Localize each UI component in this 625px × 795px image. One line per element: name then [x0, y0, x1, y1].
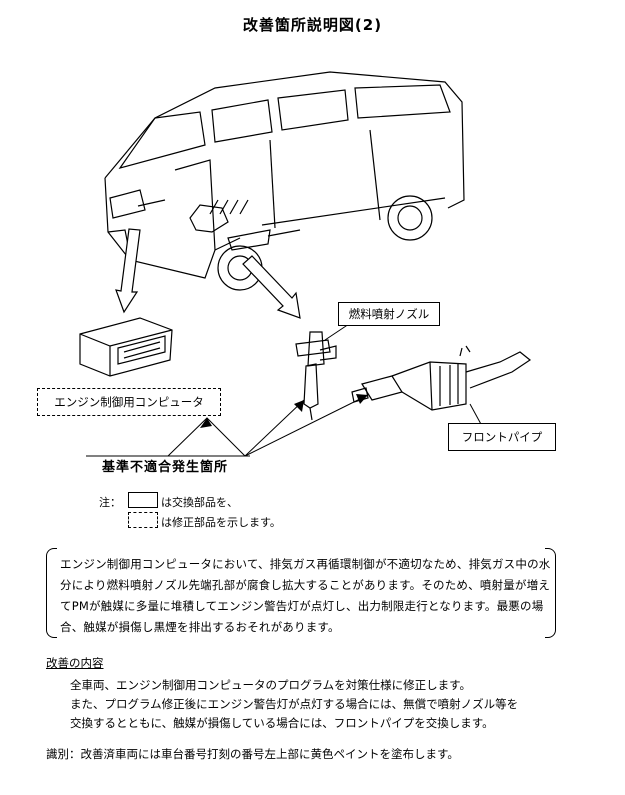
ecu-illustration	[79, 317, 173, 377]
improvement-line-2: また、プログラム修正後にエンジン警告灯が点灯する場合には、無償で噴射ノズル等を	[70, 697, 519, 711]
parts-diagram	[79, 71, 532, 457]
defect-description: エンジン制御用コンピュータにおいて、排気ガス再循環制御が不適切なため、排気ガス中…	[46, 548, 556, 638]
callout-arrow-icon	[115, 228, 301, 319]
legend-prefix: 注：	[99, 496, 121, 509]
front-pipe-label: フロントパイプ	[448, 423, 556, 451]
legend-replace-text: は交換部品を、	[161, 496, 238, 509]
page-title: 改善箇所説明図(2)	[242, 16, 383, 34]
nozzle-label: 燃料噴射ノズル	[338, 302, 440, 326]
front-pipe-illustration	[351, 345, 532, 411]
defect-description-text: エンジン制御用コンピュータにおいて、排気ガス再循環制御が不適切なため、排気ガス中…	[60, 557, 551, 634]
injector-illustration	[295, 331, 337, 421]
identification-note: 識別：改善済車両には車台番号打刻の番号左上部に黄色ペイントを塗布します。	[46, 747, 459, 761]
legend-modify-box	[128, 512, 158, 528]
ecu-label: エンジン制御用コンピュータ	[37, 388, 221, 416]
nonconformity-site-label: 基準不適合発生箇所	[102, 460, 229, 475]
legend-modify-text: は修正部品を示します。	[161, 516, 281, 529]
improvement-line-1: 全車両、エンジン制御用コンピュータのプログラムを対策仕様に修正します。	[70, 678, 472, 692]
improvement-heading: 改善の内容	[46, 656, 104, 670]
legend-replace-box	[128, 492, 158, 508]
van-illustration	[104, 71, 465, 291]
improvement-line-3: 交換するとともに、触媒が損傷している場合には、フロントパイプを交換します。	[70, 716, 494, 730]
